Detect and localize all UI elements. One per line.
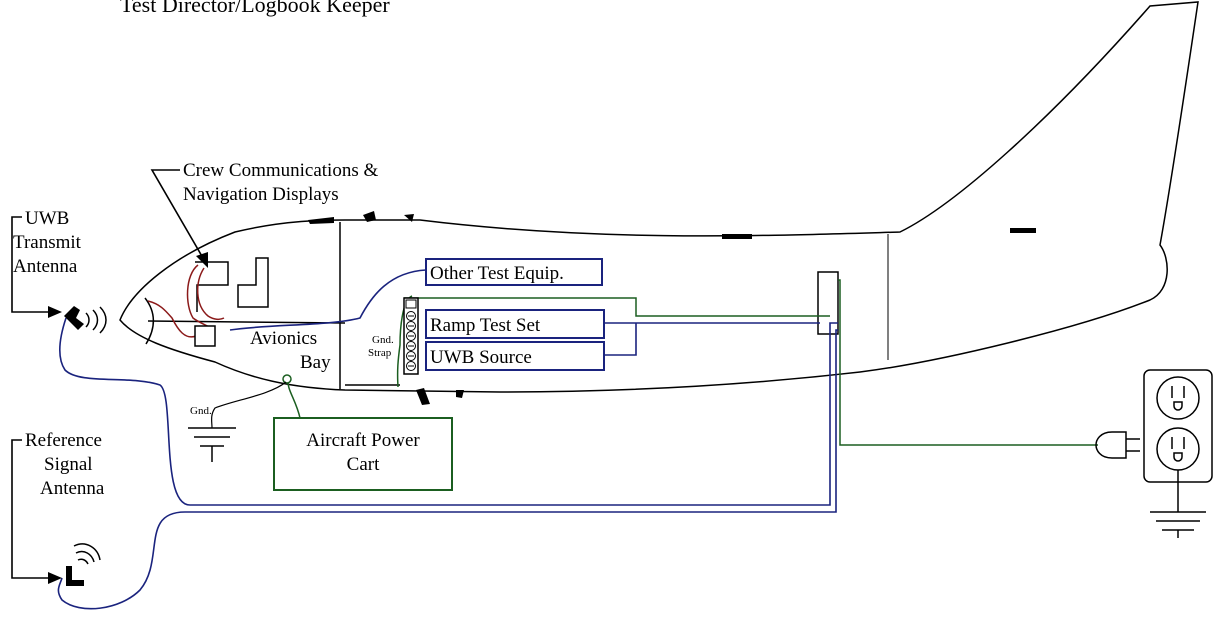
gnd-label: Gnd. [190,405,212,417]
top-hump-4 [722,234,752,239]
ref-label-2: Signal [44,454,93,475]
ground-point [282,374,292,384]
equipment-boxes [273,258,605,491]
fuselage-marks [308,211,1036,405]
floor-line [147,320,346,324]
plug-wire [838,279,1098,446]
avionics-label-2: Bay [300,352,331,373]
ref-label-3: Antenna [40,478,105,499]
nose-cone-line [144,297,155,345]
ref-leader [11,439,50,579]
cockpit-display-box [194,325,216,347]
ground-strap-terminal [403,297,419,375]
crew-leader [150,169,204,259]
blue-cables [57,269,838,610]
power-cart-label-1: Aircraft Power [306,430,420,451]
gnd-strap-label-1: Gnd. [372,334,394,346]
header-text: Test Director/Logbook Keeper [120,0,390,17]
uwb-tx-label-3: Antenna [13,256,78,277]
crew-label-line1: Crew Communications & [183,160,378,181]
reference-antenna-icon [66,543,101,586]
uwb-tx-arrowhead [48,306,62,318]
top-hump-5 [1010,228,1036,233]
crew-label-line2: Navigation Displays [183,184,339,205]
tail-junction-box [817,271,839,335]
aircraft-outline [119,1,1199,393]
other-test-equip-box [425,258,603,286]
avionics-label-1: Avionics [250,328,317,349]
red-wire-3 [197,267,225,321]
wall-outlet [1143,369,1213,512]
ground-symbol-left [188,427,236,462]
uwb-transmit-antenna-icon [64,306,107,334]
seat-left [195,261,229,312]
top-hump-1 [308,217,334,224]
leader-lines [11,169,204,579]
wheel-2 [456,390,464,398]
ramp-test-set-box [425,309,605,339]
ground-symbol-right [1150,511,1206,538]
cable-tail-to-ref-antenna [57,329,838,610]
power-plug [1095,431,1140,459]
uwb-tx-label-1: UWB [25,208,69,229]
arrowheads [48,252,208,584]
seat-right [237,257,269,308]
top-hump-3 [404,214,414,222]
cable-uwb-to-ramp [605,323,637,356]
crew-arrowhead [196,252,208,268]
aircraft-power-cart-box [273,417,453,491]
uwb-tx-label-2: Transmit [13,232,82,253]
ref-arrowhead [48,572,62,584]
ref-label-1: Reference [25,430,102,451]
gnd-strap-label-2: Strap [368,347,392,359]
uwb-source-label: UWB Source [430,347,532,368]
power-cart-label-2: Cart [347,454,380,475]
ramp-test-set-label: Ramp Test Set [430,315,541,336]
uwb-tx-leader [11,216,50,313]
uwb-source-box [425,341,605,371]
red-wire-1 [147,300,197,338]
green-bus-top [404,297,830,317]
wheel-1 [416,388,430,405]
other-test-equip-label: Other Test Equip. [430,263,564,284]
fuselage [119,1,1199,393]
top-hump-2 [363,211,376,222]
cable-other-to-cockpit [229,269,427,331]
text-labels: Crew Communications & Navigation Display… [13,160,564,499]
cable-tail-to-uwb-antenna [59,317,838,506]
ground-wire [211,381,287,429]
